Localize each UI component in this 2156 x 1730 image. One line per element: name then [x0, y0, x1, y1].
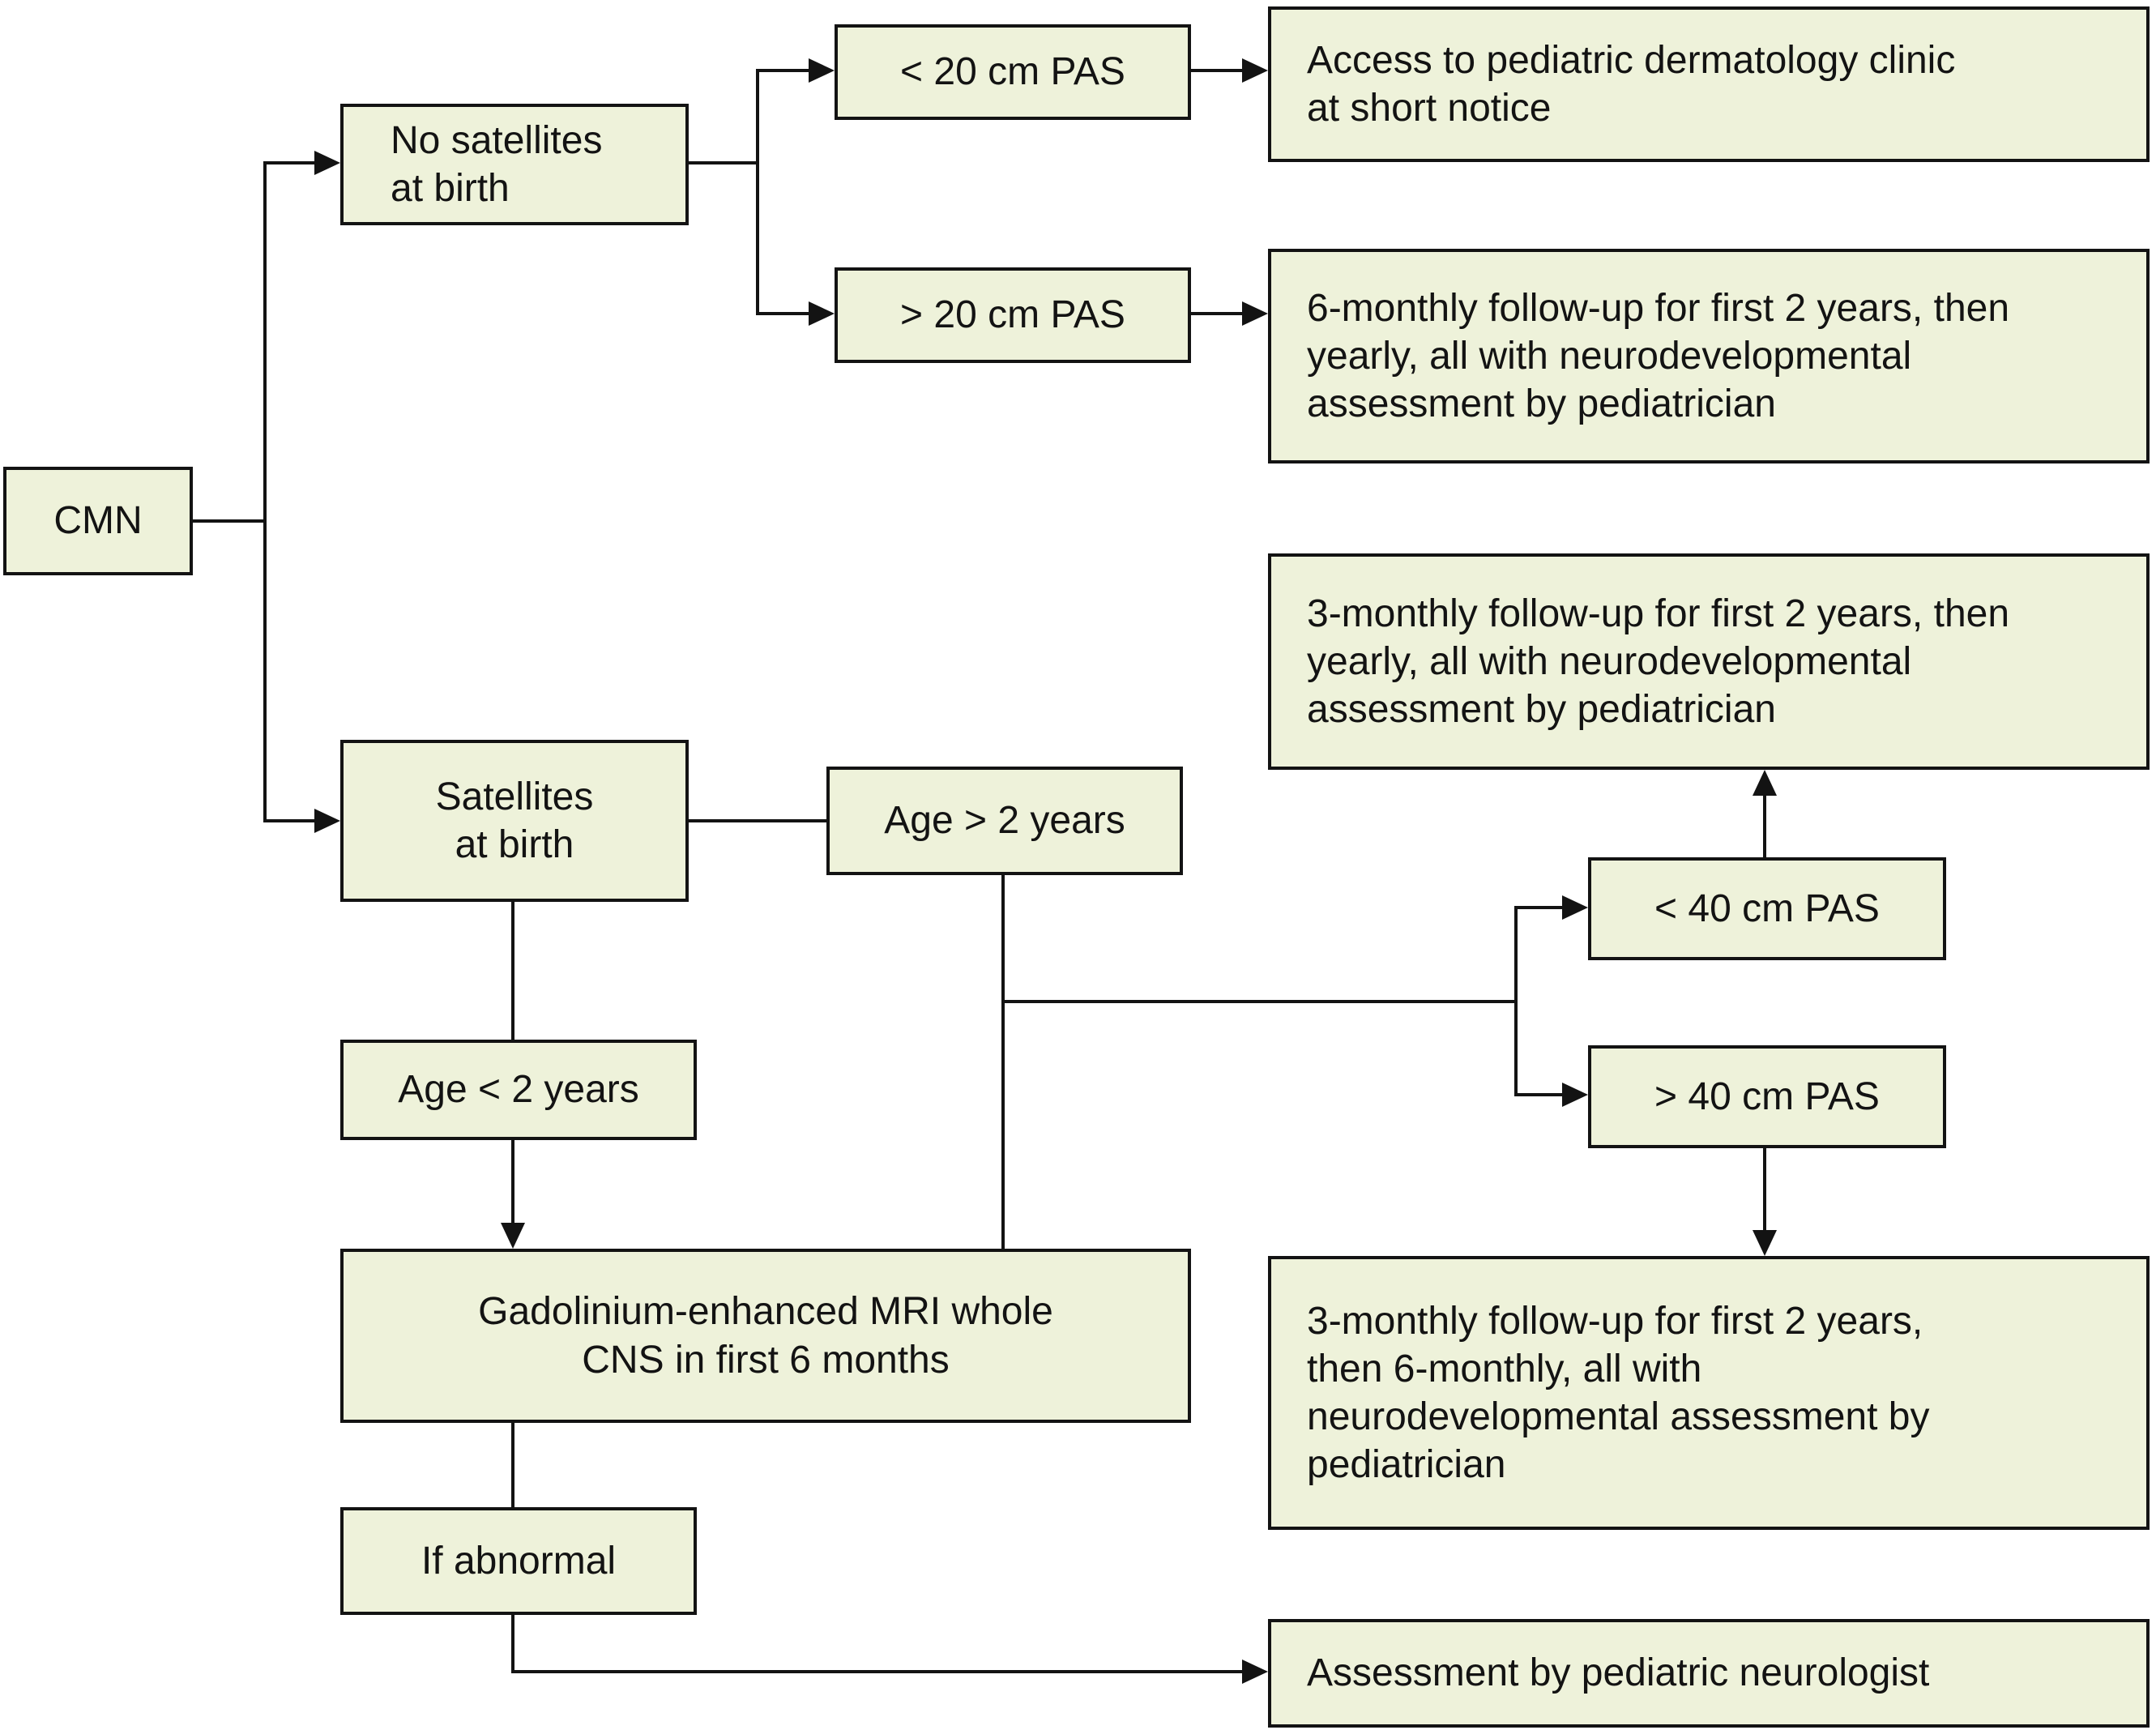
arrowhead-into-gt40 [1562, 1083, 1588, 1107]
edge-gt20-to-six-monthly [1191, 312, 1242, 315]
edge-to-assessment [511, 1670, 1242, 1673]
node-age-lt2: Age < 2 years [340, 1040, 697, 1140]
arrowhead-into-six-monthly [1242, 301, 1268, 326]
edge-satellites-to-age-gt2 [689, 819, 826, 822]
node-no-satellites: No satellites at birth [340, 104, 689, 225]
edge-age-gt2-down [1001, 874, 1005, 1249]
node-gt20-pas: > 20 cm PAS [835, 267, 1191, 363]
edge-if-abnormal-down [511, 1615, 514, 1673]
node-assessment-neurologist: Assessment by pediatric neurologist [1268, 1619, 2150, 1728]
edge-40cm-branch-vertical [1514, 906, 1518, 1096]
edge-age-lt2-to-mri [511, 1140, 514, 1223]
node-three-monthly-six-monthly-followup: 3-monthly follow-up for first 2 years, t… [1268, 1256, 2150, 1530]
edge-satellites-to-age-lt2 [511, 900, 514, 1040]
arrowhead-into-lt20 [809, 58, 835, 83]
edge-20cm-branch-vertical [756, 69, 759, 315]
edge-no-satellites-out [689, 161, 759, 164]
edge-branch-vertical [263, 161, 267, 822]
node-lt40-pas: < 40 cm PAS [1588, 857, 1946, 960]
edge-branch-to-satellites [265, 819, 318, 822]
node-lt20-pas: < 20 cm PAS [835, 24, 1191, 120]
arrowhead-into-lt40 [1562, 895, 1588, 920]
arrowhead-into-mri [501, 1223, 525, 1249]
arrowhead-into-satellites [314, 809, 340, 833]
arrowhead-into-three-monthly-yearly [1753, 770, 1777, 796]
arrowhead-into-gt20 [809, 301, 835, 326]
edge-cmn-to-branch [193, 519, 267, 523]
node-access-clinic: Access to pediatric dermatology clinic a… [1268, 6, 2150, 162]
node-cmn: CMN [3, 467, 193, 575]
edge-40cm-branch-horizontal [1003, 1000, 1518, 1003]
edge-to-lt40 [1516, 906, 1562, 909]
arrowhead-into-access [1242, 58, 1268, 83]
arrowhead-into-no-satellites [314, 151, 340, 175]
edge-to-lt20 [758, 69, 812, 72]
edge-mri-to-if-abnormal [511, 1421, 514, 1507]
edge-branch-to-no-satellites [265, 161, 318, 164]
edge-lt40-up [1763, 796, 1766, 857]
node-age-gt2: Age > 2 years [826, 767, 1183, 875]
arrowhead-into-three-monthly-six [1753, 1230, 1777, 1256]
edge-gt40-down [1763, 1148, 1766, 1230]
node-three-monthly-yearly-followup: 3-monthly follow-up for first 2 years, t… [1268, 553, 2150, 770]
edge-lt20-to-access [1191, 69, 1242, 72]
edge-to-gt20 [758, 312, 812, 315]
node-mri: Gadolinium-enhanced MRI whole CNS in fir… [340, 1249, 1191, 1423]
node-gt40-pas: > 40 cm PAS [1588, 1045, 1946, 1148]
node-six-monthly-followup: 6-monthly follow-up for first 2 years, t… [1268, 249, 2150, 463]
arrowhead-into-assessment [1242, 1660, 1268, 1684]
edge-to-gt40 [1516, 1093, 1562, 1096]
node-satellites: Satellites at birth [340, 740, 689, 902]
node-if-abnormal: If abnormal [340, 1507, 697, 1615]
